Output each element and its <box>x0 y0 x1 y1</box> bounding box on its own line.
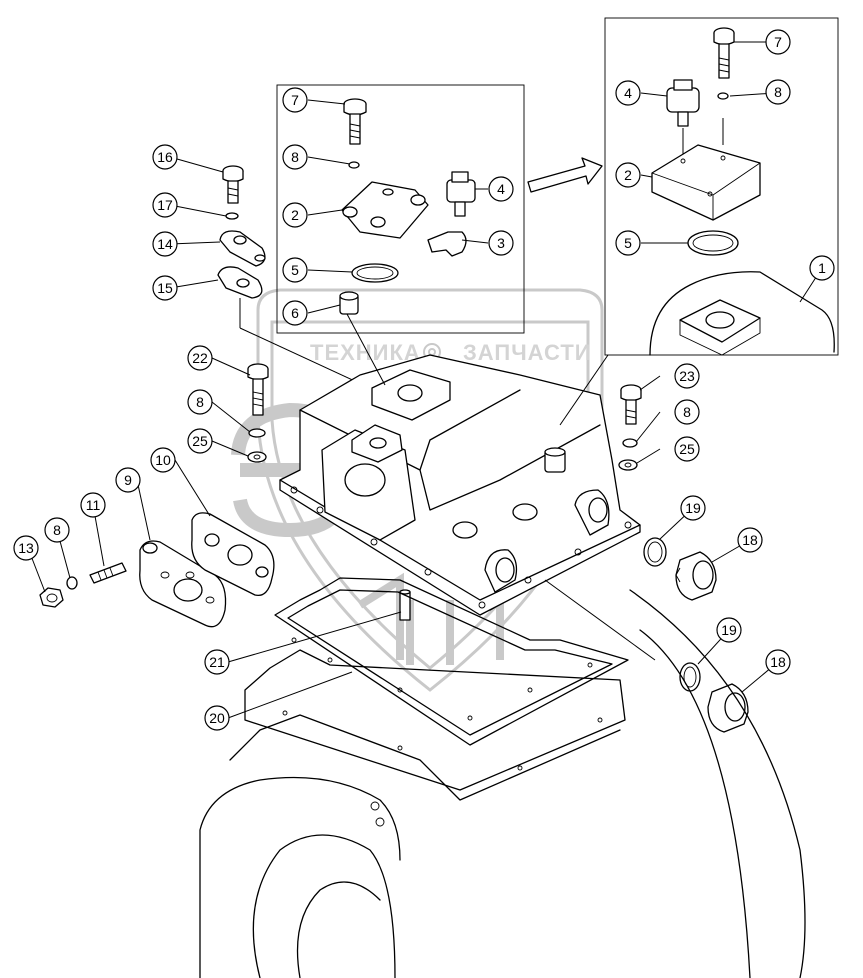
callout-2: 2 <box>615 162 641 188</box>
svg-text:7: 7 <box>291 92 299 108</box>
svg-text:4: 4 <box>624 85 632 101</box>
left-box-parts <box>339 98 476 315</box>
callout-14: 14 <box>152 231 178 257</box>
callout-8: 8 <box>282 144 308 170</box>
svg-text:8: 8 <box>196 394 204 410</box>
callout-8: 8 <box>44 517 70 543</box>
callout-1: 1 <box>809 255 835 281</box>
svg-text:1: 1 <box>818 260 826 276</box>
svg-text:21: 21 <box>209 654 225 670</box>
callout-13: 13 <box>13 535 39 561</box>
svg-text:2: 2 <box>624 167 632 183</box>
svg-text:19: 19 <box>721 622 737 638</box>
svg-text:8: 8 <box>53 522 61 538</box>
callout-8: 8 <box>674 399 700 425</box>
svg-text:17: 17 <box>157 197 173 213</box>
callout-5: 5 <box>615 230 641 256</box>
svg-text:8: 8 <box>683 404 691 420</box>
svg-text:25: 25 <box>679 441 695 457</box>
callout-3: 3 <box>488 230 514 256</box>
callout-9: 9 <box>115 467 141 493</box>
callout-25: 25 <box>187 428 213 454</box>
callout-4: 4 <box>615 80 641 106</box>
watermark-text-left: ТЕХНИКА <box>310 340 421 365</box>
svg-text:19: 19 <box>685 500 701 516</box>
callout-8: 8 <box>765 79 791 105</box>
callout-7: 7 <box>282 87 308 113</box>
detail-arrow <box>527 157 603 193</box>
callout-4: 4 <box>488 176 514 202</box>
callout-19: 19 <box>716 617 742 643</box>
callout-16: 16 <box>152 144 178 170</box>
svg-text:5: 5 <box>624 235 632 251</box>
callout-19: 19 <box>680 495 706 521</box>
svg-text:14: 14 <box>157 236 173 252</box>
svg-text:18: 18 <box>770 654 786 670</box>
callout-20: 20 <box>204 705 230 731</box>
right-loose-parts <box>618 384 749 733</box>
callout-6: 6 <box>282 300 308 326</box>
callout-23: 23 <box>674 363 700 389</box>
svg-text:25: 25 <box>192 433 208 449</box>
gasket-and-case <box>199 577 806 978</box>
right-box-parts <box>649 27 835 356</box>
callout-15: 15 <box>152 275 178 301</box>
callout-21: 21 <box>204 649 230 675</box>
callout-25: 25 <box>674 436 700 462</box>
svg-text:11: 11 <box>86 497 101 513</box>
svg-text:6: 6 <box>291 305 299 321</box>
svg-text:13: 13 <box>18 540 34 556</box>
svg-text:5: 5 <box>291 262 299 278</box>
callout-22: 22 <box>187 345 213 371</box>
svg-text:4: 4 <box>497 181 505 197</box>
callout-11: 11 <box>80 492 106 518</box>
callout-8: 8 <box>187 389 213 415</box>
svg-text:23: 23 <box>679 368 695 384</box>
callout-10: 10 <box>150 447 176 473</box>
left-loose-parts <box>39 165 386 628</box>
callout-2: 2 <box>282 202 308 228</box>
callout-18: 18 <box>765 649 791 675</box>
callout-18: 18 <box>737 527 763 553</box>
svg-text:2: 2 <box>291 207 299 223</box>
main-housing <box>279 354 641 621</box>
svg-text:16: 16 <box>157 149 173 165</box>
callouts: 1 2 2 3 4 4 5 5 6 7 7 8 8 8 8 8 9 10 11 … <box>13 29 835 731</box>
callout-5: 5 <box>282 257 308 283</box>
svg-text:9: 9 <box>124 472 132 488</box>
svg-text:18: 18 <box>742 532 758 548</box>
watermark-text-right: ЗАПЧАСТИ <box>463 340 592 365</box>
svg-text:7: 7 <box>774 34 782 50</box>
svg-text:22: 22 <box>192 350 208 366</box>
svg-text:8: 8 <box>774 84 782 100</box>
svg-text:3: 3 <box>497 235 505 251</box>
svg-text:20: 20 <box>209 710 225 726</box>
detail-box-left <box>276 84 525 334</box>
callout-7: 7 <box>765 29 791 55</box>
svg-text:15: 15 <box>157 280 173 296</box>
callout-17: 17 <box>152 192 178 218</box>
svg-text:10: 10 <box>155 452 171 468</box>
svg-text:8: 8 <box>291 149 299 165</box>
